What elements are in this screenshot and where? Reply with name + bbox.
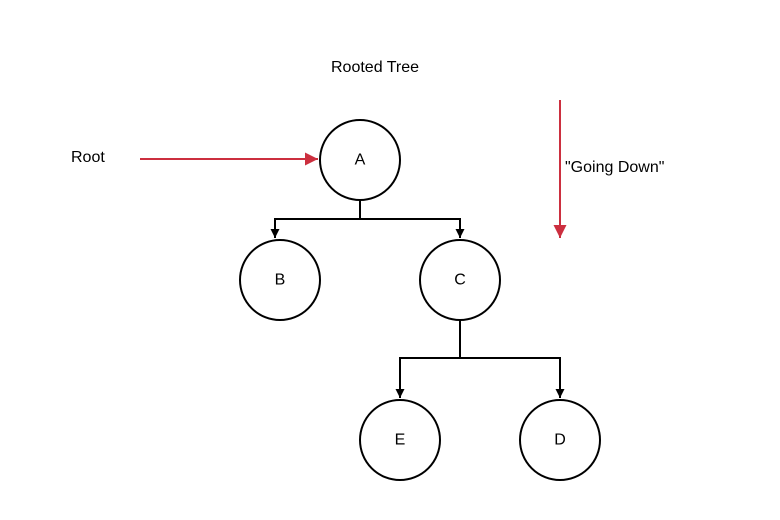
node-c: C [419,239,501,321]
node-d-circle [519,399,601,481]
node-b-circle [239,239,321,321]
edge-a-b [270,200,361,238]
root-label: Root [71,149,105,166]
node-a-label: A [355,152,366,169]
node-b: B [239,239,321,321]
edge-a-c [359,200,465,238]
node-d: D [519,399,601,481]
edge-c-e [395,320,461,398]
node-d-label: D [554,432,566,449]
node-c-label: C [454,272,466,289]
going-down-label: "Going Down" [565,159,665,176]
node-e: E [359,399,441,481]
node-c-circle [419,239,501,321]
diagram-title: Rooted Tree [331,59,420,76]
node-e-label: E [395,432,406,449]
node-e-circle [359,399,441,481]
node-a: A [319,119,401,201]
node-b-label: B [275,272,286,289]
edge-c-d [459,320,565,398]
node-a-circle [319,119,401,201]
